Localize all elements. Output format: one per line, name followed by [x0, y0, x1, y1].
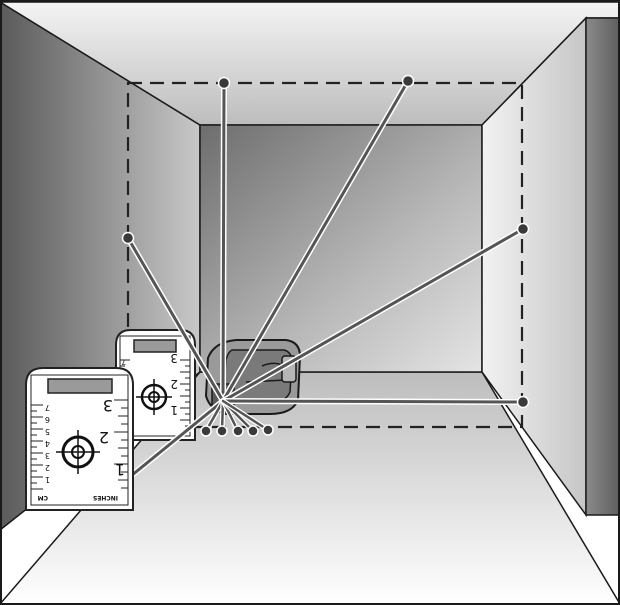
right-pillar — [585, 17, 620, 516]
scale-label-left-0: 7 — [45, 403, 50, 412]
dot-floor-2 — [216, 425, 228, 437]
beam-down-left — [123, 398, 226, 483]
plate-slot — [133, 339, 177, 353]
scale-label-2: 2 — [99, 428, 109, 447]
dot-floor-1 — [200, 425, 212, 437]
scale-label-left-2: 5 — [45, 427, 50, 436]
dot-horizontal-right — [516, 395, 530, 409]
dot-right-wall — [516, 222, 530, 236]
scale-ticks-left — [31, 404, 43, 490]
plate-slot — [47, 378, 113, 394]
scale-ticks-right — [114, 399, 128, 489]
scale-label-left-5: 2 — [45, 463, 50, 472]
dot-ceiling-right — [401, 74, 415, 88]
scale-label-small-left-0: 7 — [122, 358, 126, 366]
scale-label-left-1: 6 — [45, 415, 50, 424]
beam-right-wall — [220, 226, 526, 404]
scale-label-small-2: 2 — [170, 377, 178, 391]
unit-label-cm: CM — [38, 494, 48, 501]
scale-ticks-right — [180, 359, 190, 427]
scale-label-1: 1 — [115, 460, 125, 479]
beam-horizontal — [220, 398, 526, 405]
dot-floor-3 — [232, 425, 244, 437]
dot-floor-4 — [247, 425, 259, 437]
scale-label-left-4: 3 — [45, 451, 50, 460]
scale-label-3: 3 — [103, 396, 113, 415]
dot-ceiling-left — [217, 76, 231, 90]
unit-label-inches: INCHES — [93, 494, 118, 501]
beam-left-wall — [125, 235, 226, 404]
scale-label-left-6: 1 — [45, 475, 50, 484]
beam-up — [220, 80, 227, 404]
dot-left-wall — [121, 231, 135, 245]
beam-ceiling-right — [220, 78, 411, 404]
target-plate-large: 3 2 1 7 6 5 4 3 2 1 CM INCHES — [25, 367, 134, 511]
dot-floor-5 — [262, 424, 274, 436]
crosshair-target-small — [136, 379, 172, 415]
crosshair-target-large — [56, 430, 100, 474]
scale-label-left-3: 4 — [45, 439, 50, 448]
dashed-frame — [126, 81, 524, 429]
scale-label-small-1: 1 — [170, 403, 178, 417]
scale-label-small-3: 3 — [170, 351, 178, 365]
